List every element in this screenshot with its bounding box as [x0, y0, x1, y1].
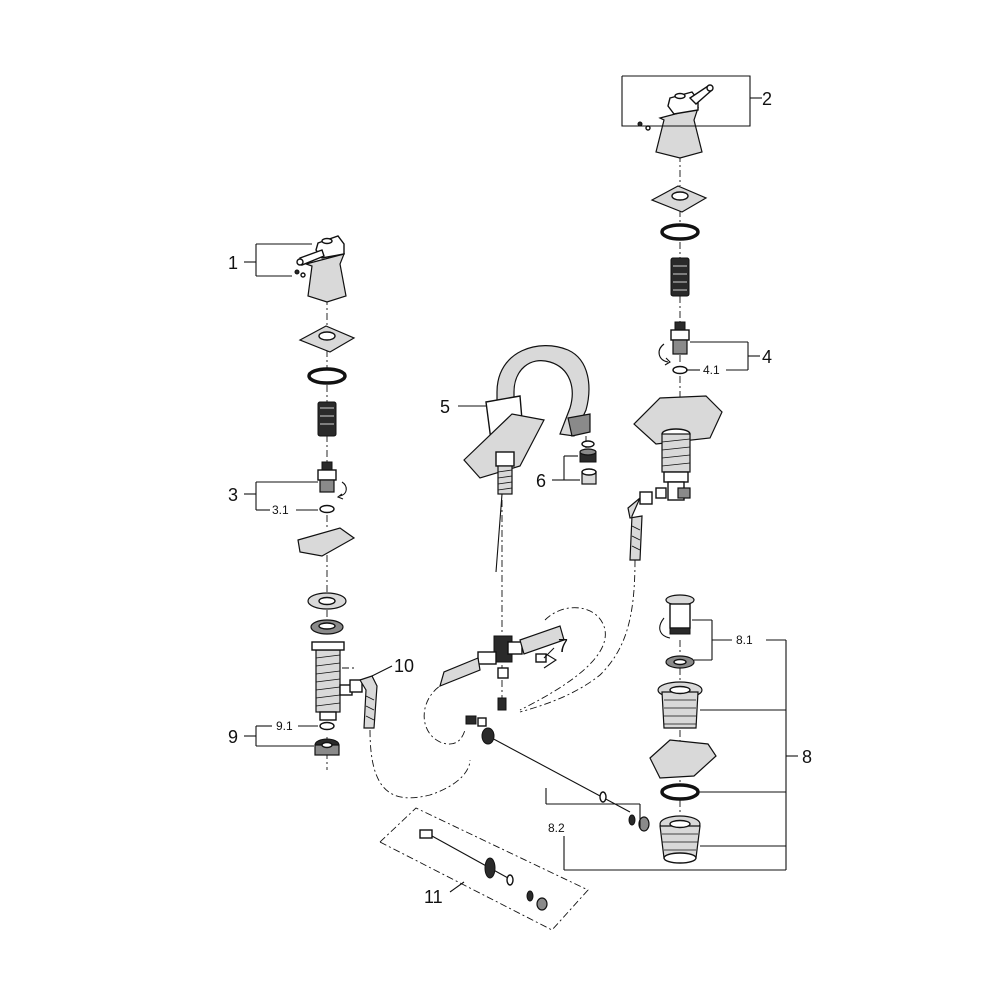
callout-3-1: 3.1 — [272, 503, 289, 517]
right-o-ring — [660, 223, 700, 241]
right-cartridge — [658, 321, 690, 366]
callout-3: 3 — [228, 485, 238, 505]
callout-7: 7 — [558, 636, 568, 656]
callout-11: 11 — [424, 887, 443, 907]
callout-1: 1 — [228, 253, 238, 273]
left-cartridge-seal — [319, 504, 335, 514]
right-escutcheon — [650, 185, 708, 213]
tee-connector — [439, 625, 565, 711]
left-hose — [349, 675, 378, 729]
drain-body — [659, 815, 701, 864]
left-small-washer — [319, 721, 335, 731]
left-basin-gasket — [297, 527, 356, 557]
left-cartridge — [317, 461, 347, 500]
left-bottom-nut — [314, 738, 340, 756]
callout-9: 9 — [228, 727, 238, 747]
callout-leaders — [244, 75, 798, 893]
callout-5: 5 — [440, 397, 450, 417]
drain-gasket — [649, 739, 717, 779]
right-valve-body — [655, 428, 691, 501]
callout-10: 10 — [394, 656, 414, 676]
callout-8-2: 8.2 — [548, 821, 565, 835]
callout-9-1: 9.1 — [276, 719, 293, 733]
left-escutcheon — [298, 325, 356, 353]
right-hose — [627, 491, 653, 561]
callout-8-1: 8.1 — [736, 633, 753, 647]
drain-o-ring — [660, 783, 700, 801]
right-cartridge-seal — [672, 365, 688, 375]
callout-2: 2 — [762, 89, 772, 109]
spout — [463, 345, 591, 495]
drain-washer — [665, 655, 695, 669]
rod-kit — [379, 807, 589, 931]
drain-linkage-rod — [465, 715, 650, 832]
left-handle — [294, 235, 347, 303]
left-washer — [307, 592, 347, 610]
callout-4: 4 — [762, 347, 772, 367]
callout-4-1: 4.1 — [703, 363, 720, 377]
right-handle — [637, 84, 714, 159]
right-basin-gasket — [633, 395, 723, 445]
callout-6: 6 — [536, 471, 546, 491]
spout-rod — [495, 493, 503, 573]
left-nut — [310, 619, 344, 635]
left-extension-spindle — [317, 401, 337, 437]
drain-plug — [659, 594, 695, 639]
drain-flange — [657, 681, 703, 729]
callout-8: 8 — [802, 747, 812, 767]
left-o-ring — [307, 367, 347, 385]
left-valve-body — [311, 641, 353, 721]
callout-labels: 1 2 3 3.1 4 4.1 5 6 7 8 8.1 8.2 9 9.1 10… — [228, 89, 812, 907]
aerator — [579, 440, 597, 485]
right-extension-spindle — [670, 257, 690, 297]
